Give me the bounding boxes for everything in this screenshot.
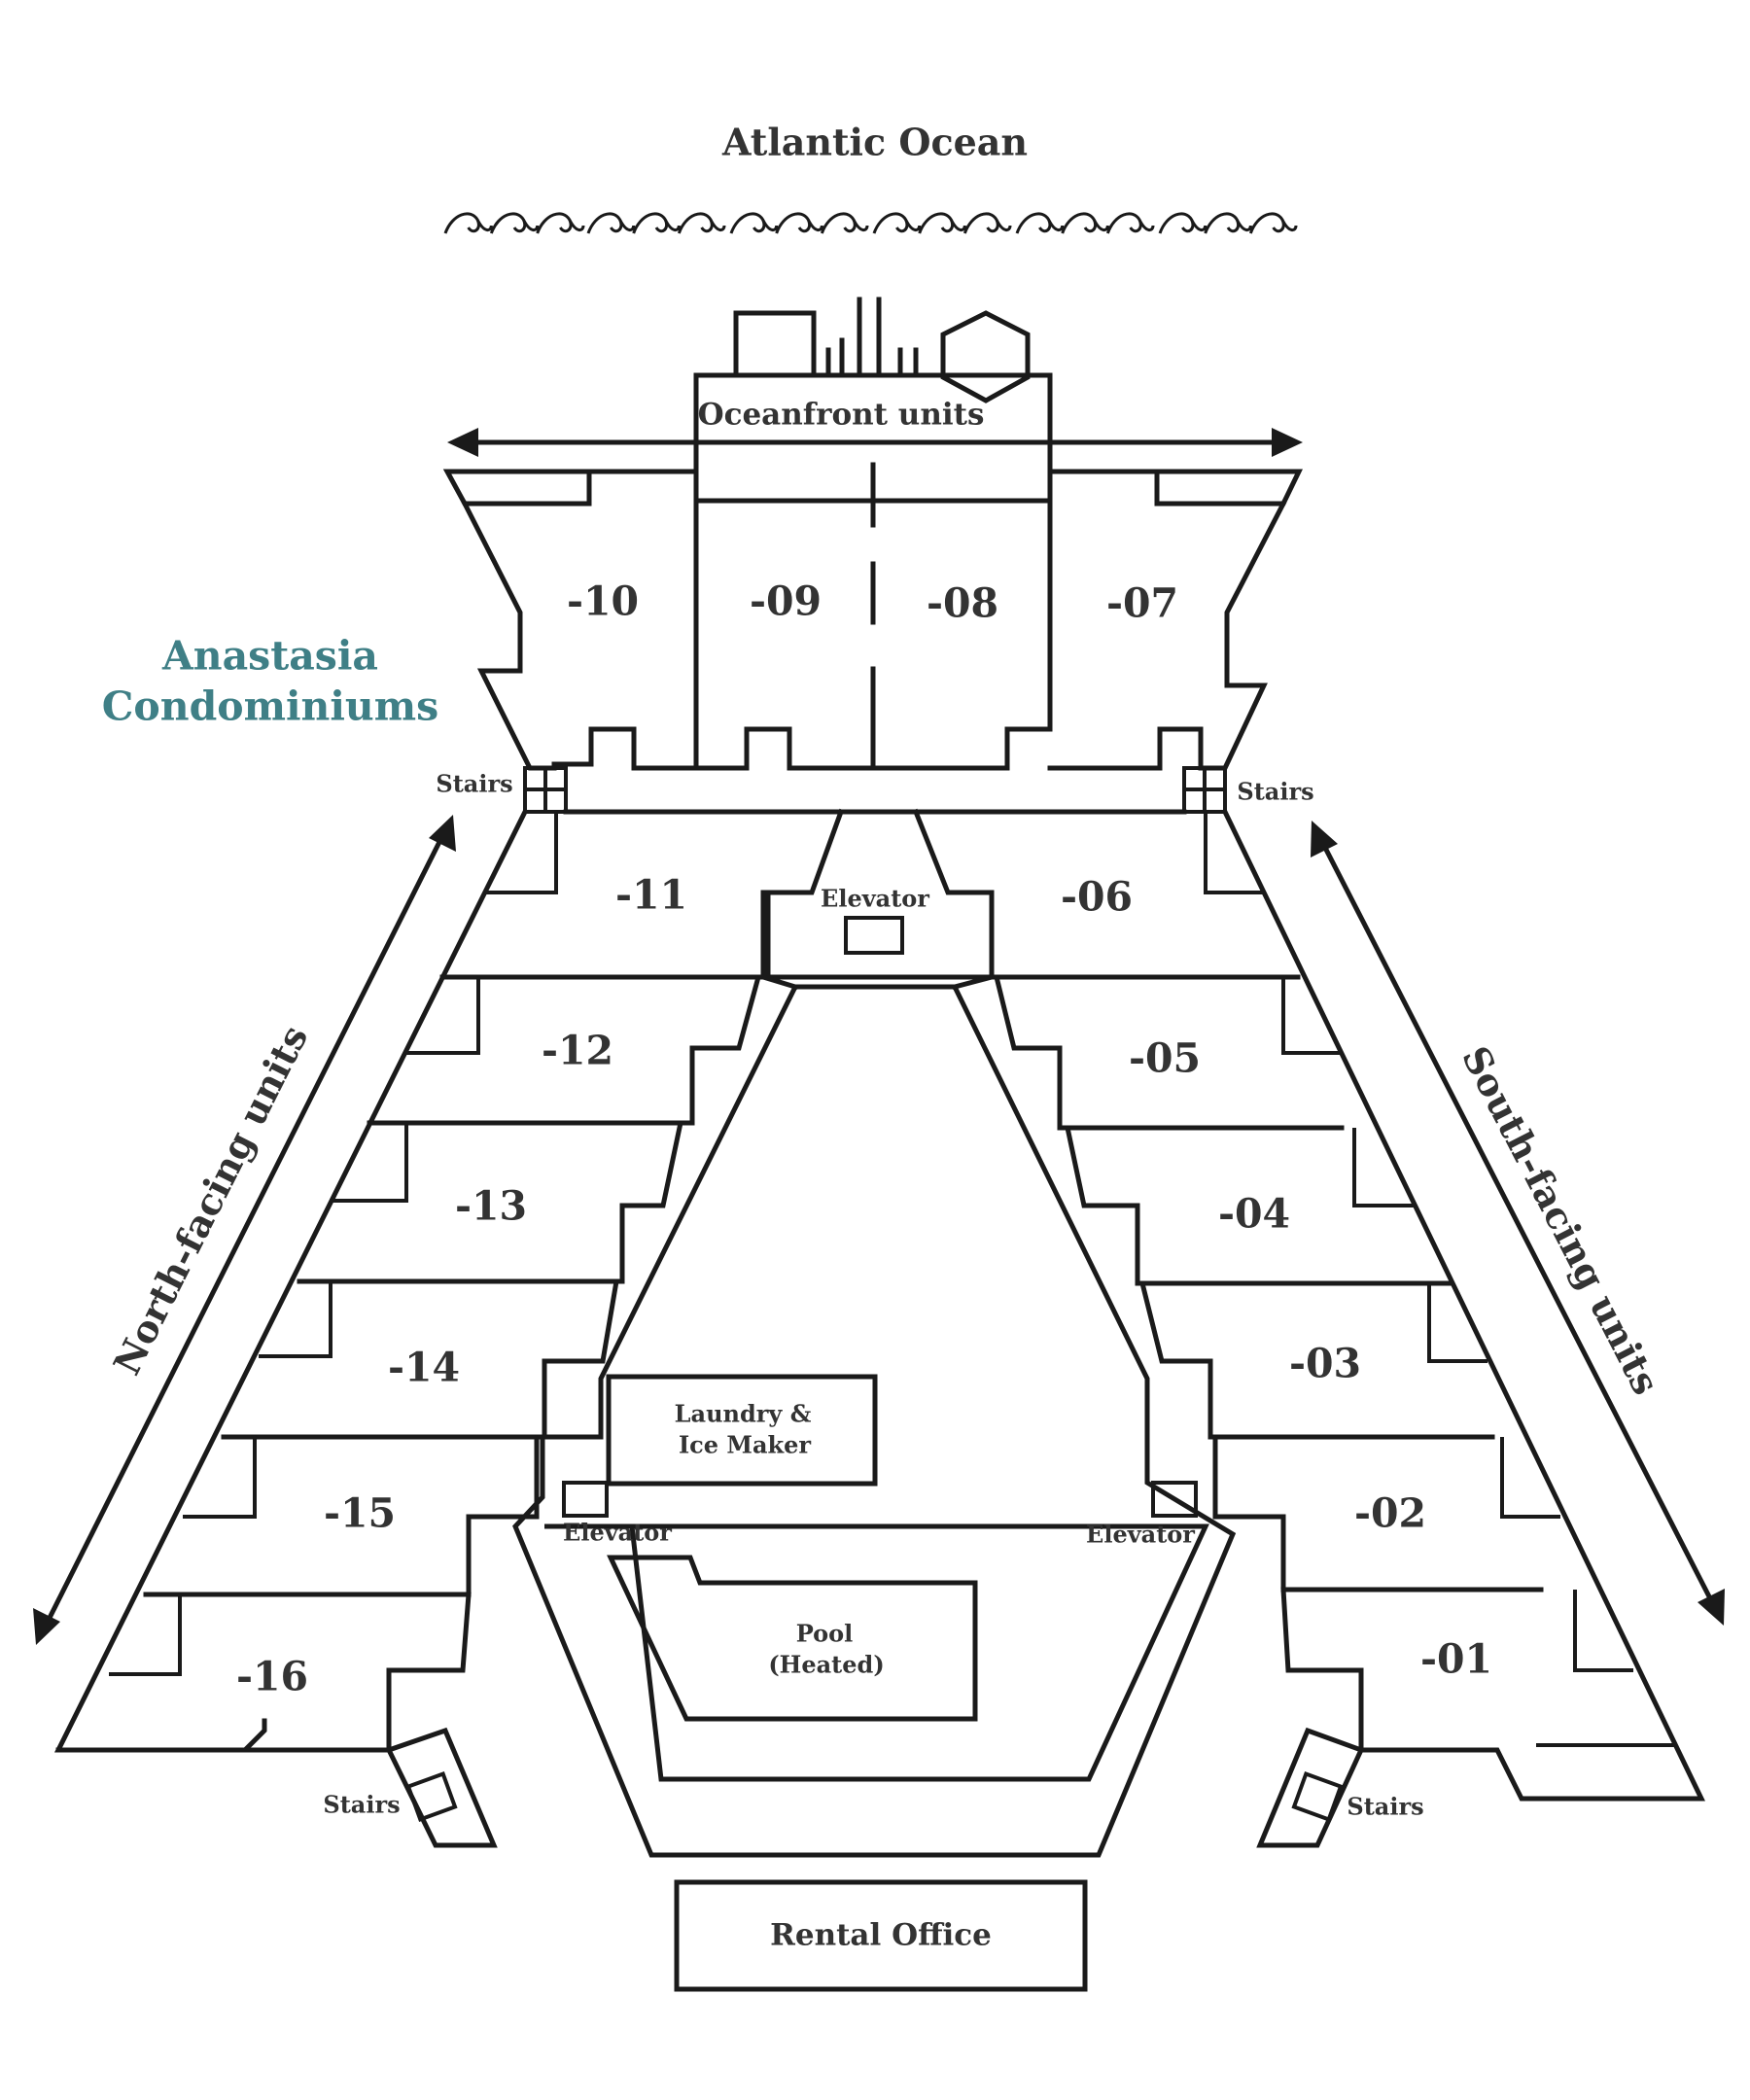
ocean-waves	[443, 212, 1298, 234]
north-facing-label: North-facing units	[104, 1018, 316, 1382]
unit-16-label: -16	[236, 1654, 308, 1700]
rental-office-box	[674, 1879, 1088, 1992]
wave-glyph	[729, 212, 869, 234]
wave-glyph	[443, 212, 585, 234]
unit-03-label: -03	[1289, 1341, 1361, 1387]
unit-01-label: -01	[1420, 1636, 1492, 1683]
wave-glyph	[586, 212, 726, 234]
stairs-label-top-right: Stairs	[1237, 778, 1313, 806]
rental-office-label: Rental Office	[770, 1918, 992, 1953]
unit-10-label: -10	[567, 578, 639, 625]
unit-14-label: -14	[388, 1345, 460, 1391]
north-facing-arrow	[33, 815, 456, 1645]
elevator-label-top: Elevator	[821, 885, 929, 913]
ocean-label: Atlantic Ocean	[721, 121, 1028, 164]
unit-13-label: -13	[455, 1183, 527, 1230]
unit-09-label: -09	[750, 578, 822, 625]
stairs-label-bottom-right: Stairs	[1347, 1793, 1423, 1821]
wave-glyph	[1158, 212, 1298, 234]
pool-label-1: Pool	[796, 1620, 854, 1648]
stairs-label-bottom-left: Stairs	[323, 1791, 400, 1819]
wave-glyph	[872, 212, 1012, 234]
stairs-label-top-left: Stairs	[436, 770, 512, 798]
oceanfront-units-label: Oceanfront units	[698, 398, 985, 433]
south-facing-arrow	[1311, 821, 1725, 1626]
unit-08-label: -08	[927, 580, 998, 627]
unit-02-label: -02	[1354, 1490, 1426, 1537]
south-wing	[912, 808, 1705, 1802]
brand-line-2: Condominiums	[102, 683, 438, 730]
unit-12-label: -12	[542, 1028, 613, 1074]
north-wing	[53, 808, 845, 1753]
elevator-label-left: Elevator	[563, 1519, 672, 1547]
unit-05-label: -05	[1129, 1035, 1201, 1082]
unit-15-label: -15	[324, 1490, 396, 1537]
wave-glyph	[1015, 212, 1155, 234]
unit-11-label: -11	[615, 872, 687, 919]
oceanfront-building	[442, 439, 1303, 814]
unit-06-label: -06	[1061, 874, 1133, 921]
laundry-label-2: Ice Maker	[679, 1431, 811, 1459]
brand-line-1: Anastasia	[161, 633, 378, 680]
pool-label-2: (Heated)	[768, 1651, 884, 1679]
unit-07-label: -07	[1106, 580, 1178, 627]
elevator-label-right: Elevator	[1086, 1521, 1195, 1549]
courtyard	[385, 809, 1365, 1858]
laundry-label-1: Laundry &	[675, 1400, 812, 1428]
unit-04-label: -04	[1218, 1191, 1290, 1238]
